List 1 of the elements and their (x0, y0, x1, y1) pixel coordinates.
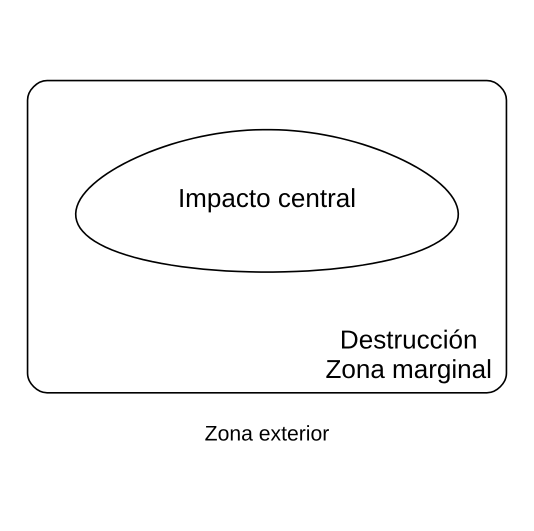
label: Zona exterior (204, 422, 330, 446)
